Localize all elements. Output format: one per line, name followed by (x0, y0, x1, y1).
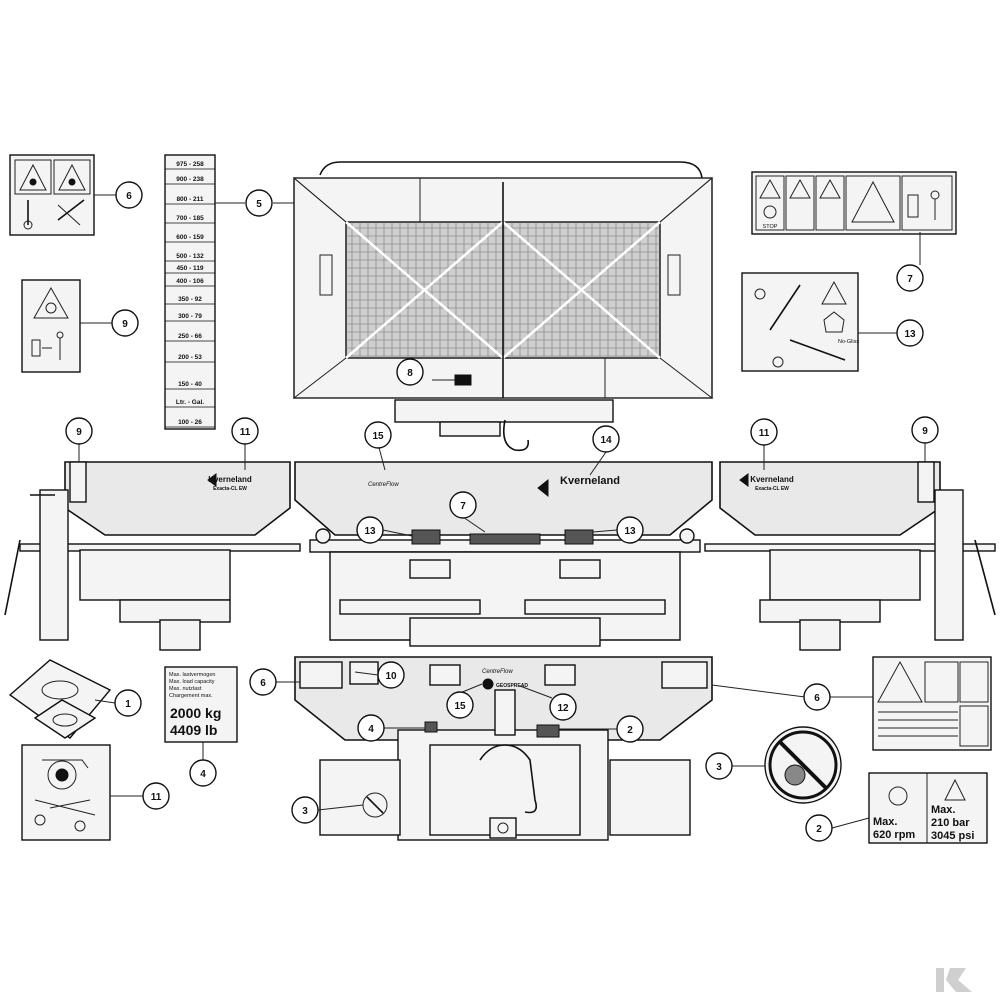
psi-value: 3045 psi (931, 830, 974, 842)
hopper-top-view (292, 161, 714, 452)
callout-13a-label: 13 (364, 526, 376, 537)
callout-7b-label: 7 (907, 274, 913, 285)
scale-label: 450 - 119 (176, 265, 203, 272)
callout-4a-label: 4 (200, 769, 206, 780)
callout-11c-label: 11 (151, 792, 162, 803)
centreflow-label-rear: CentreFlow (482, 669, 513, 675)
callout-8-label: 8 (407, 368, 413, 379)
rpm-max: Max. (873, 816, 897, 828)
hopper-volume-scale-decal: 975 - 258 900 - 238 800 - 211 700 - 185 600 … (164, 154, 216, 430)
callout-4b-label: 4 (368, 724, 374, 735)
brand-name-right: Kverneland (750, 475, 794, 484)
scale-label: 350 - 92 (178, 296, 202, 303)
decal-9-read-manual (21, 279, 81, 373)
decal-13-wheel-nut: No-Gliss (741, 272, 859, 372)
decal-3-prohibition (764, 726, 842, 804)
load-lb: 4409 lb (170, 722, 217, 738)
scale-label: 900 - 238 (176, 176, 204, 183)
callout-9b-label: 9 (76, 427, 82, 438)
scale-label: 300 - 79 (178, 313, 202, 320)
load-line-4: Chargement max. (169, 693, 213, 699)
callout-6a-label: 6 (126, 191, 132, 202)
callout-1-label: 1 (125, 699, 131, 710)
decal-6-warning-pictograms (9, 154, 95, 236)
callout-15b-label: 15 (454, 701, 466, 712)
decal-2-max-rpm-pressure: Max. 620 rpm Max. 210 bar 3045 psi (868, 772, 988, 844)
geospread-label: GEOSPREAD (496, 683, 528, 689)
callout-2a-label: 2 (627, 725, 633, 736)
rpm-value: 620 rpm (873, 829, 915, 841)
brand-watermark-icon (936, 968, 972, 992)
callout-14-label: 14 (600, 435, 612, 446)
callout-7a-label: 7 (460, 501, 466, 512)
centreflow-label: CentreFlow (368, 482, 399, 488)
callout-6c-label: 6 (814, 693, 820, 704)
callout-10-label: 10 (385, 671, 397, 682)
load-line-1: Max. lastvermogen (169, 672, 215, 678)
scale-label: 600 - 159 (176, 234, 204, 241)
callout-13b-label: 13 (624, 526, 636, 537)
callout-3a-label: 3 (302, 806, 308, 817)
brand-name-left: Kverneland (208, 475, 252, 484)
bar-max: Max. (931, 804, 955, 816)
callout-2b-label: 2 (816, 824, 822, 835)
scale-label: 250 - 66 (178, 333, 202, 340)
scale-label: 150 - 40 (178, 381, 202, 388)
decal-7-safety-pictograms: STOP (751, 171, 957, 235)
callout-9c-label: 9 (922, 426, 928, 437)
scale-label: 500 - 132 (176, 253, 204, 260)
decal-6-rear-warning (872, 656, 992, 751)
callout-11b-label: 11 (759, 428, 770, 439)
callout-5-label: 5 (256, 199, 262, 210)
spreader-right-side-view: Kverneland Exacta-CL EW (704, 461, 996, 651)
decal-11-spreading-disc (21, 744, 111, 841)
load-kg: 2000 kg (170, 705, 221, 721)
bar-value: 210 bar (931, 817, 970, 829)
load-line-3: Max. nutzlast (169, 686, 202, 692)
callout-13c-label: 13 (904, 329, 916, 340)
callout-9a-label: 9 (122, 319, 128, 330)
callout-6b-label: 6 (260, 678, 266, 689)
nut-label: No-Gliss (838, 339, 859, 345)
spreader-rear-view: CentreFlow GEOSPREAD (294, 656, 713, 841)
scale-label: 800 - 211 (176, 196, 203, 203)
brand-sub-left: Exacta-CL EW (213, 486, 247, 492)
scale-label: Ltr. - Gal. (176, 399, 204, 406)
brand-name-center: Kverneland (560, 475, 620, 487)
scale-label: 200 - 53 (178, 354, 202, 361)
callout-15a-label: 15 (372, 431, 384, 442)
operator-manual-cd (8, 659, 112, 739)
callout-6a (115, 181, 143, 209)
load-line-2: Max. load capacity (169, 679, 215, 685)
spreader-front-view: CentreFlow Kverneland (294, 461, 713, 647)
callout-11a-label: 11 (240, 427, 251, 438)
scale-label: 400 - 106 (176, 278, 204, 285)
decal-4-max-load: Max. lastvermogen Max. load capacity Max… (164, 666, 238, 743)
scale-label: 975 - 258 (176, 161, 204, 168)
scale-label: 100 - 26 (178, 419, 202, 426)
brand-sub-right: Exacta-CL EW (755, 486, 789, 492)
callout-3b-label: 3 (716, 762, 722, 773)
spreader-left-side-view: Kverneland Exacta-CL EW (4, 461, 301, 651)
scale-label: 700 - 185 (176, 215, 204, 222)
stop-label: STOP (763, 224, 778, 230)
callout-12-label: 12 (557, 703, 569, 714)
